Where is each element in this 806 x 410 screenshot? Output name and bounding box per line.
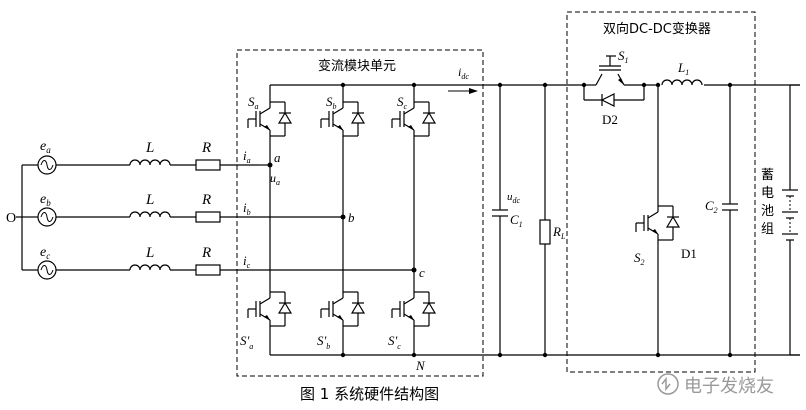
ac-source-c-icon bbox=[37, 260, 57, 280]
dcdc-title: 双向DC-DC变换器 bbox=[603, 21, 711, 37]
inductor-l1-label: L1 bbox=[677, 60, 689, 77]
resistor-a-label: R bbox=[201, 140, 211, 156]
switch-sb-label: Sb bbox=[326, 94, 337, 111]
switch-sa-prime-icon bbox=[247, 285, 292, 333]
load-resistor-icon bbox=[539, 219, 551, 245]
voltage-ua-label: ua bbox=[270, 171, 280, 187]
ac-source-a-icon bbox=[37, 155, 57, 175]
resistor-b-icon bbox=[195, 211, 221, 223]
battery-label-char-4: 组 bbox=[761, 222, 774, 237]
load-resistor-label: RL bbox=[552, 224, 566, 241]
inductor-c-label: L bbox=[145, 245, 154, 261]
node-a-label: a bbox=[274, 150, 281, 165]
converter-title: 变流模块单元 bbox=[318, 58, 396, 74]
resistor-b-label: R bbox=[201, 192, 211, 208]
dcdc-converter-boundary bbox=[566, 11, 756, 373]
switch-sc-label: Sc bbox=[397, 94, 408, 111]
converter-module-boundary bbox=[236, 49, 484, 377]
node-c-label: c bbox=[419, 265, 425, 280]
inductor-a-icon bbox=[129, 159, 171, 166]
current-ib-label: ib bbox=[243, 200, 251, 217]
inductor-c-icon bbox=[129, 264, 171, 271]
switch-s2-icon bbox=[635, 199, 680, 247]
current-ia-label: ia bbox=[243, 148, 251, 165]
switch-s2-label: S2 bbox=[634, 250, 645, 267]
dc-voltage-label: udc bbox=[507, 191, 521, 205]
node-n-label: N bbox=[415, 358, 426, 373]
capacitor-c2-label: C2 bbox=[705, 198, 718, 215]
battery-label-char-2: 电 bbox=[761, 186, 774, 201]
switch-sb-prime-icon bbox=[320, 285, 365, 333]
diode-d1-label: D1 bbox=[681, 246, 697, 261]
switch-sa-label: Sa bbox=[248, 94, 259, 111]
watermark-logo-icon bbox=[657, 373, 679, 395]
dc-current-label: idc bbox=[458, 65, 469, 81]
inductor-b-icon bbox=[129, 211, 171, 218]
battery-section: 蓄 电 池 组 bbox=[761, 84, 800, 356]
switch-s1-label: S1 bbox=[618, 48, 629, 65]
current-ic-label: ic bbox=[243, 253, 251, 270]
watermark-text: 电子发烧友 bbox=[684, 376, 774, 397]
dc-link-section: udc C1 RL bbox=[492, 82, 566, 358]
inductor-a-label: L bbox=[145, 140, 154, 156]
switch-sa-prime-label: S'a bbox=[240, 333, 253, 351]
resistor-c-label: R bbox=[201, 245, 211, 261]
switch-sc-prime-icon bbox=[391, 285, 436, 333]
dcdc-converter: 双向DC-DC变换器 S1 D2 L1 S2 D1 bbox=[566, 11, 756, 373]
capacitor-c1-label: C1 bbox=[510, 212, 523, 229]
switch-sb-prime-label: S'b bbox=[317, 333, 330, 351]
battery-label-char-3: 池 bbox=[761, 204, 774, 219]
emf-b-label: eb bbox=[40, 192, 51, 208]
ac-source-b-icon bbox=[37, 207, 57, 227]
inductor-b-label: L bbox=[145, 192, 154, 208]
neutral-label: O bbox=[6, 211, 16, 226]
resistor-a-icon bbox=[195, 159, 221, 171]
watermark: 电子发烧友 bbox=[657, 373, 774, 397]
emf-a-label: ea bbox=[40, 139, 51, 155]
ac-source-section: O ea L R eb L R ec L R bbox=[6, 139, 258, 280]
diode-d2-icon bbox=[600, 93, 615, 107]
battery-label-char-1: 蓄 bbox=[761, 168, 774, 183]
emf-c-label: ec bbox=[40, 245, 50, 261]
converter-module: 变流模块单元 Sa bbox=[236, 49, 800, 377]
resistor-c-icon bbox=[195, 264, 221, 276]
switch-sc-prime-label: S'c bbox=[388, 333, 401, 351]
diode-d2-label: D2 bbox=[602, 112, 618, 127]
figure-caption: 图 1 系统硬件结构图 bbox=[300, 385, 439, 403]
node-b-label: b bbox=[348, 210, 355, 225]
